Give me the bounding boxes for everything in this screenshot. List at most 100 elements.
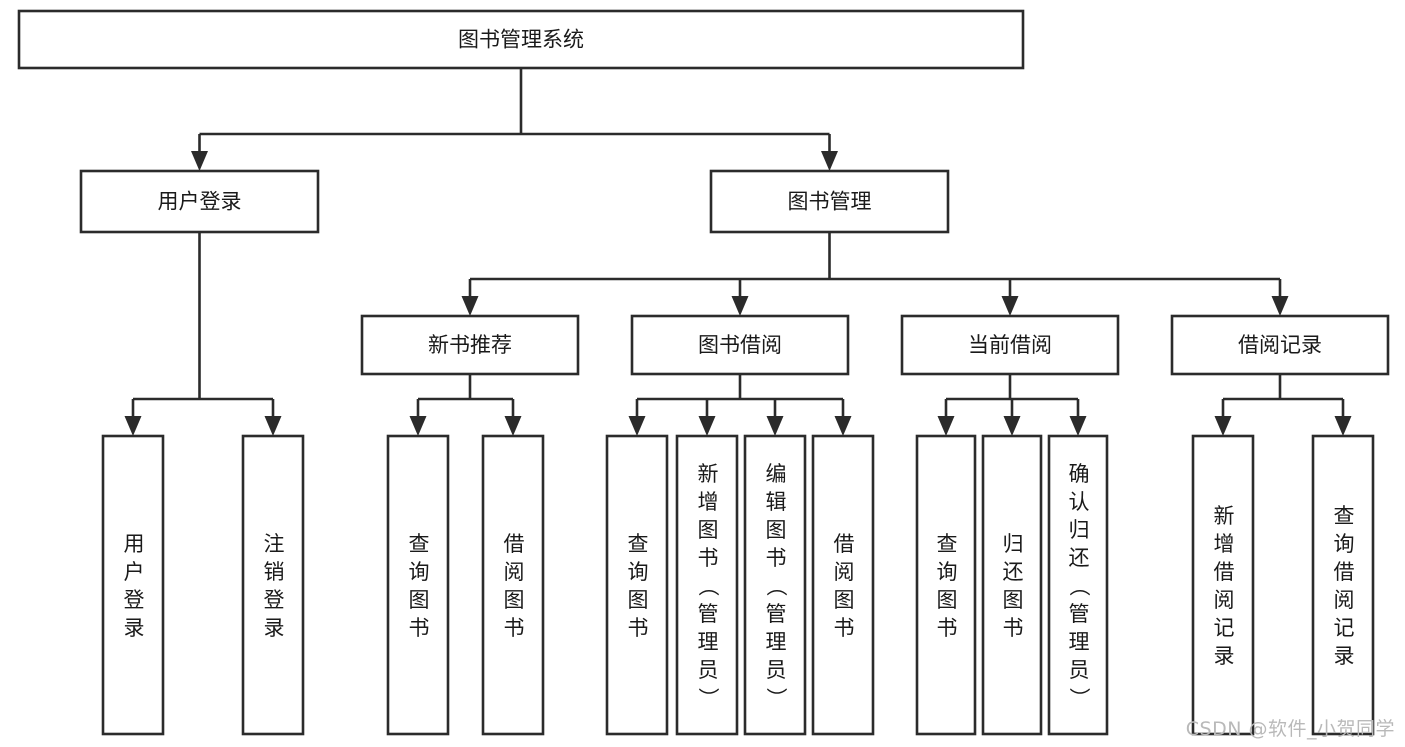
node-label-char: 员 <box>1069 658 1090 682</box>
node-box[interactable] <box>17 9 1025 70</box>
node-label-char: 录 <box>1214 644 1235 668</box>
node-box[interactable] <box>1047 434 1109 736</box>
arrow-head-icon <box>1069 416 1087 436</box>
node-label-char: 询 <box>937 560 958 584</box>
node-new-book-rec[interactable]: 新书推荐 <box>360 314 580 376</box>
node-book-borrow[interactable]: 图书借阅 <box>630 314 850 376</box>
node-root[interactable]: 图书管理系统 <box>17 9 1025 70</box>
node-box[interactable] <box>675 434 739 736</box>
node-label-char: 理 <box>766 630 787 654</box>
node-label-char: （ <box>696 575 720 596</box>
arrow-head-icon <box>461 296 479 316</box>
node-label-char: 查 <box>409 532 430 556</box>
node-box[interactable] <box>605 434 669 736</box>
node-box[interactable] <box>241 434 305 736</box>
node-label: 借阅记录 <box>1238 333 1322 357</box>
node-label-char: 图 <box>1003 588 1024 612</box>
node-label: 新书推荐 <box>428 333 512 357</box>
node-label-char: 还 <box>1069 546 1090 570</box>
node-box[interactable] <box>709 169 950 234</box>
node-box[interactable] <box>981 434 1043 736</box>
node-label-char: 录 <box>124 616 145 640</box>
node-box[interactable] <box>743 434 807 736</box>
node-label-char: 归 <box>1069 518 1090 542</box>
node-box[interactable] <box>79 169 320 234</box>
node-label-char: 阅 <box>504 560 525 584</box>
node-label-char: 借 <box>504 532 525 556</box>
arrow-head-icon <box>1271 296 1289 316</box>
node-label-char: 书 <box>1003 616 1024 640</box>
arrow-head-icon <box>1334 416 1352 436</box>
node-box[interactable] <box>360 314 580 376</box>
node-box[interactable] <box>386 434 450 736</box>
node-label-char: 图 <box>409 588 430 612</box>
node-label: 当前借阅 <box>968 333 1052 357</box>
arrow-head-icon <box>698 416 716 436</box>
node-label-char: （ <box>1067 575 1091 596</box>
node-box[interactable] <box>1170 314 1390 376</box>
node-label-char: 管 <box>1069 602 1090 626</box>
node-box[interactable] <box>1191 434 1255 736</box>
arrow-head-icon <box>766 416 784 436</box>
node-label: 用户登录 <box>158 190 242 214</box>
node-label-char: 书 <box>698 546 719 570</box>
arrow-head-icon <box>937 416 955 436</box>
node-label-char: 询 <box>1334 532 1355 556</box>
node-label-char: 辑 <box>766 490 787 514</box>
node-box[interactable] <box>811 434 875 736</box>
node-label-char: 借 <box>1334 560 1355 584</box>
node-label-char: 图 <box>628 588 649 612</box>
node-label-char: 查 <box>937 532 958 556</box>
node-label-char: 借 <box>1214 560 1235 584</box>
arrow-head-icon <box>1001 296 1019 316</box>
node-label-char: 图 <box>698 518 719 542</box>
node-label-char: 阅 <box>1214 588 1235 612</box>
node-leaf-user-login[interactable]: 用户登录 <box>101 434 165 736</box>
connector-layer <box>124 68 1352 436</box>
node-box[interactable] <box>630 314 850 376</box>
node-borrow-record[interactable]: 借阅记录 <box>1170 314 1390 376</box>
node-label-char: 登 <box>124 588 145 612</box>
node-label-char: 记 <box>1214 616 1235 640</box>
node-label-char: （ <box>764 575 788 596</box>
node-box[interactable] <box>900 314 1120 376</box>
arrow-head-icon <box>731 296 749 316</box>
node-label: 图书借阅 <box>698 333 782 357</box>
node-label-char: 录 <box>1334 644 1355 668</box>
node-box[interactable] <box>101 434 165 736</box>
node-book-manage[interactable]: 图书管理 <box>709 169 950 234</box>
node-label-char: 新 <box>698 462 719 486</box>
node-user-login[interactable]: 用户登录 <box>79 169 320 234</box>
node-label-char: 新 <box>1214 504 1235 528</box>
node-box[interactable] <box>1311 434 1375 736</box>
node-label-char: ） <box>764 687 788 708</box>
node-label-char: 认 <box>1069 490 1090 514</box>
node-current-borrow[interactable]: 当前借阅 <box>900 314 1120 376</box>
node-label-char: 书 <box>409 616 430 640</box>
arrow-head-icon <box>628 416 646 436</box>
node-label-char: 录 <box>264 616 285 640</box>
node-box[interactable] <box>915 434 977 736</box>
node-label-char: 询 <box>628 560 649 584</box>
node-label: 图书管理系统 <box>458 28 584 52</box>
node-label-char: 阅 <box>834 560 855 584</box>
node-label-char: 销 <box>264 560 285 584</box>
node-box[interactable] <box>481 434 545 736</box>
node-label-char: 借 <box>834 532 855 556</box>
csdn-watermark: CSDN @软件_小贺同学 <box>1185 718 1395 740</box>
node-label-char: 增 <box>1214 532 1235 556</box>
